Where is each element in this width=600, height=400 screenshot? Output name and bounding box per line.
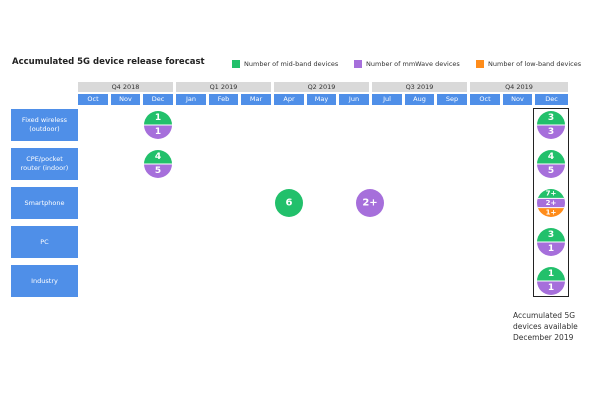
device-marker: 45 — [144, 150, 172, 178]
mmwave-segment — [144, 164, 172, 178]
legend-label-low-band: Number of low-band devices — [488, 60, 582, 68]
month-header-oct-2019: Oct — [470, 94, 500, 105]
quarter-header-q4-2018: Q4 2018 — [78, 82, 173, 92]
mid-segment — [537, 267, 565, 281]
mid-segment — [275, 189, 303, 217]
mid-count-label: 3 — [548, 113, 554, 123]
row-label-cpe-pocket-router: CPE/pocket router (indoor) — [11, 148, 78, 180]
mmwave-count-label: 2+ — [546, 199, 557, 207]
month-header-sep-2019: Sep — [437, 94, 467, 105]
month-header-dec-2019: Dec — [535, 94, 568, 105]
footnote-annotation: Accumulated 5G devices available Decembe… — [513, 311, 578, 342]
mmwave-segment — [356, 189, 384, 217]
legend-swatch-mmwave — [354, 60, 362, 68]
mid-count-label: 1 — [155, 113, 161, 123]
legend-label-mid-band: Number of mid-band devices — [244, 60, 339, 68]
device-marker: 6 — [275, 189, 303, 217]
mid-segment — [537, 228, 565, 242]
mmwave-segment — [537, 125, 565, 139]
quarter-header-q1-2019: Q1 2019 — [176, 82, 271, 92]
mid-segment — [144, 111, 172, 125]
legend-swatch-mid-band — [232, 60, 240, 68]
month-header-aug-2019: Aug — [405, 94, 434, 105]
mid-count-label: 3 — [548, 230, 554, 240]
legend-swatch-low-band — [476, 60, 484, 68]
month-header-jul-2019: Jul — [372, 94, 402, 105]
mmwave-count-label: 5 — [548, 166, 554, 176]
month-header-mar-2019: Mar — [241, 94, 271, 105]
legend-label-mmwave: Number of mmWave devices — [366, 60, 460, 68]
month-header-oct-2018: Oct — [78, 94, 108, 105]
mmwave-segment — [144, 125, 172, 139]
row-label-smartphone: Smartphone — [11, 187, 78, 219]
month-header-nov-2019: Nov — [503, 94, 532, 105]
mmwave-count-label: 1 — [548, 244, 554, 254]
device-marker: 11 — [144, 111, 172, 139]
mmwave-segment — [537, 242, 565, 256]
month-header-jan-2019: Jan — [176, 94, 206, 105]
mmwave-segment — [537, 198, 565, 208]
month-header-dec-2018: Dec — [143, 94, 173, 105]
month-header-nov-2018: Nov — [111, 94, 140, 105]
dec-2019-highlight-box — [533, 108, 569, 297]
mid-segment — [537, 189, 565, 199]
chart-title: Accumulated 5G device release forecast — [12, 57, 205, 67]
mmwave-count-label: 5 — [155, 166, 161, 176]
low-segment — [537, 207, 565, 217]
month-header-may-2019: May — [307, 94, 336, 105]
quarter-header-q3-2019: Q3 2019 — [372, 82, 467, 92]
row-label-fixed-wireless: Fixed wireless (outdoor) — [11, 109, 78, 141]
month-header-apr-2019: Apr — [274, 94, 304, 105]
mid-count-label: 7+ — [546, 190, 557, 198]
mmwave-count-label: 3 — [548, 127, 554, 137]
mmwave-segment — [537, 164, 565, 178]
device-marker: 2+ — [356, 189, 384, 217]
quarter-header-q2-2019: Q2 2019 — [274, 82, 369, 92]
mid-count-label: 1 — [548, 269, 554, 279]
row-label-pc: PC — [11, 226, 78, 258]
low-count-label: 1+ — [546, 208, 557, 216]
mid-count-label: 4 — [155, 152, 161, 162]
mid-segment — [537, 150, 565, 164]
mid-count-label: 6 — [286, 198, 293, 209]
month-header-feb-2019: Feb — [209, 94, 238, 105]
device-marker: 33 — [537, 111, 565, 139]
mmwave-segment — [537, 281, 565, 295]
row-label-industry: Industry — [11, 265, 78, 297]
mid-count-label: 4 — [548, 152, 554, 162]
device-marker: 31 — [537, 228, 565, 256]
mid-segment — [537, 111, 565, 125]
legend-item-mid-band: Number of mid-band devices — [232, 59, 338, 69]
device-marker: 45 — [537, 150, 565, 178]
mid-segment — [144, 150, 172, 164]
legend-item-low-band: Number of low-band devices — [476, 59, 581, 69]
mmwave-count-label: 1 — [155, 127, 161, 137]
quarter-header-q4-2019: Q4 2019 — [470, 82, 568, 92]
mmwave-count-label: 2+ — [362, 198, 377, 209]
device-marker: 7+2+1+ — [537, 189, 565, 217]
month-header-jun-2019: Jun — [339, 94, 369, 105]
mmwave-count-label: 1 — [548, 283, 554, 293]
device-marker: 11 — [537, 267, 565, 295]
legend-item-mmwave: Number of mmWave devices — [354, 59, 460, 69]
